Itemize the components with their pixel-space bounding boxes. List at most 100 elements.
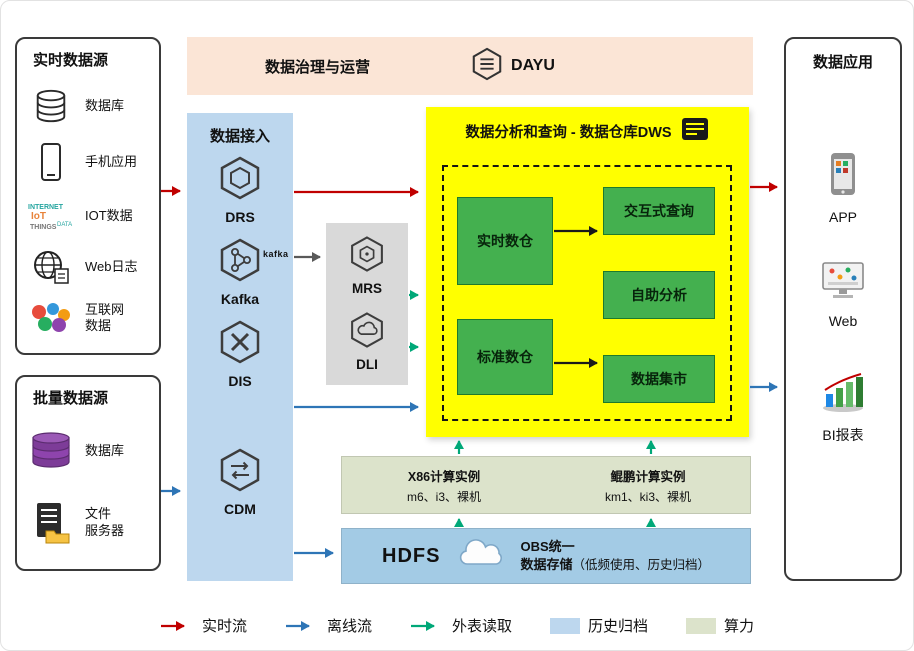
obs-line2: 数据存储（低频使用、历史归档） [520, 556, 710, 572]
obs-line1: OBS统一 [520, 539, 575, 555]
iot-icon: INTERNET IoT THINGS DATA [25, 199, 77, 233]
service-kafka: kafka Kafka [187, 237, 293, 307]
standard-warehouse-box: 标准数仓 [457, 319, 553, 395]
realtime-warehouse-box: 实时数仓 [457, 197, 553, 285]
source-item-mobile-app: 手机应用 [25, 142, 155, 182]
source-item-internet-data: 互联网 数据 [25, 302, 155, 335]
service-label: CDM [224, 501, 256, 517]
source-item-label: IOT数据 [85, 207, 133, 223]
source-item-label: 数据库 [85, 443, 125, 459]
internet-data-icon [25, 302, 77, 334]
source-item-label: 文件 [85, 506, 112, 522]
legend-item-external-read: 外表读取 [410, 615, 512, 636]
dayu-product: DAYU [470, 47, 555, 86]
service-label: MRS [352, 281, 382, 296]
realtime-sources-list: 数据库 手机应用 INTERNET IoT THINGS DATA IOT数据 [25, 79, 155, 343]
legend-label: 外表读取 [451, 618, 512, 635]
x86-instances-subtitle: m6、i3、裸机 [406, 489, 481, 504]
legend-item-realtime-flow: 实时流 [160, 615, 247, 636]
web-monitor-icon [820, 261, 866, 306]
governance-bar: 数据治理与运营 DAYU [187, 37, 753, 95]
app-item-label: APP [828, 209, 857, 225]
app-item-app: APP [786, 151, 900, 225]
batch-sources-list: 数据库 文件 服务器 [25, 417, 155, 559]
database-icon [25, 87, 77, 125]
svg-text:IoT: IoT [31, 211, 46, 222]
source-item-file-server: 文件 服务器 [25, 501, 155, 545]
dws-doc-icon [680, 116, 710, 146]
service-cdm: CDM [187, 447, 293, 517]
dws-title: 数据分析和查询 - 数据仓库DWS [465, 124, 672, 141]
source-item-label: 数据库 [85, 98, 125, 114]
app-phone-icon [828, 151, 858, 202]
service-label: DLI [356, 357, 378, 372]
svg-text:INTERNET: INTERNET [28, 204, 64, 211]
realtime-sources-panel: 实时数据源 数据库 手机应用 INTERNET IoT TH [15, 37, 161, 355]
batch-sources-panel: 批量数据源 数据库 文件 服务器 [15, 375, 161, 571]
source-item-iot: INTERNET IoT THINGS DATA IOT数据 [25, 199, 155, 233]
legend-label: 离线流 [326, 618, 372, 635]
bi-chart-icon [820, 371, 866, 418]
app-item-label: Web [828, 313, 858, 329]
service-label: DIS [228, 373, 252, 389]
x86-instances-title: X86计算实例 [407, 469, 481, 484]
x86-instances: X86计算实例 m6、i3、裸机 [342, 457, 546, 513]
compute-instances-bar: X86计算实例 m6、i3、裸机 鲲鹏计算实例 km1、ki3、裸机 [341, 456, 751, 514]
dws-panel: 数据分析和查询 - 数据仓库DWS 实时数仓 标准数仓 交互式查询 自助分析 数… [426, 107, 749, 437]
source-item-web-log: Web日志 [25, 249, 155, 285]
kunpeng-instances-title: 鲲鹏计算实例 [610, 469, 686, 484]
svg-text:THINGS: THINGS [30, 224, 57, 231]
data-ingestion-title: 数据接入 [209, 128, 270, 145]
external-read-arrow-icon [410, 620, 435, 631]
service-label: DRS [225, 209, 255, 225]
legend-item-compute: 算力 [686, 615, 754, 636]
source-item-database: 数据库 [25, 87, 155, 125]
service-drs: DRS [187, 155, 293, 225]
source-item-label: 互联网 [85, 302, 125, 318]
source-item-label-line2: 服务器 [85, 522, 125, 538]
source-item-label: Web日志 [85, 259, 138, 275]
dli-hexagon-icon [348, 311, 386, 354]
kunpeng-instances-subtitle: km1、ki3、裸机 [604, 489, 691, 504]
app-item-label: BI报表 [822, 427, 864, 443]
kunpeng-instances: 鲲鹏计算实例 km1、ki3、裸机 [546, 457, 750, 513]
batch-sources-title: 批量数据源 [33, 390, 109, 407]
dis-hexagon-icon [217, 319, 263, 370]
source-item-batch-database: 数据库 [25, 431, 155, 472]
compute-swatch [686, 617, 717, 634]
source-item-label: 手机应用 [85, 153, 138, 169]
dayu-label: DAYU [511, 57, 555, 74]
obs-note: （低频使用、历史归档） [572, 557, 710, 572]
svg-text:DATA: DATA [57, 222, 72, 228]
realtime-flow-arrow-icon [160, 620, 185, 631]
legend-label: 算力 [724, 618, 755, 635]
kafka-wordmark: kafka [263, 249, 289, 259]
compute-middleware-panel: MRS DLI [326, 223, 408, 385]
obs-cloud-icon [454, 538, 506, 575]
obs-storage-label: OBS统一 数据存储（低频使用、历史归档） [520, 538, 710, 573]
data-ingestion-panel: 数据接入 DRS kafka Kafka DIS CDM [187, 113, 293, 581]
service-mrs: MRS [326, 235, 408, 296]
self-service-analysis-box: 自助分析 [603, 271, 715, 319]
drs-hexagon-icon [217, 155, 263, 206]
phone-icon [25, 142, 77, 182]
service-dli: DLI [326, 311, 408, 372]
purple-database-icon [25, 431, 77, 472]
data-mart-box: 数据集市 [603, 355, 715, 403]
data-applications-title: 数据应用 [812, 54, 873, 71]
source-item-label-line2: 数据 [85, 318, 112, 334]
legend-item-offline-flow: 离线流 [285, 615, 372, 636]
dws-title-row: 数据分析和查询 - 数据仓库DWS [426, 107, 749, 146]
service-label: Kafka [220, 291, 260, 307]
legend-item-archive: 历史归档 [550, 615, 648, 636]
offline-flow-arrow-icon [285, 620, 310, 631]
storage-bar: HDFS OBS统一 数据存储（低频使用、历史归档） [341, 528, 751, 584]
dayu-hexagon-icon [470, 47, 504, 86]
app-item-bi-report: BI报表 [786, 371, 900, 445]
realtime-sources-title: 实时数据源 [33, 52, 109, 69]
hdfs-label: HDFS [382, 544, 441, 567]
dws-inner-boundary [442, 165, 732, 421]
interactive-query-box: 交互式查询 [603, 187, 715, 235]
legend-label: 历史归档 [588, 618, 649, 635]
